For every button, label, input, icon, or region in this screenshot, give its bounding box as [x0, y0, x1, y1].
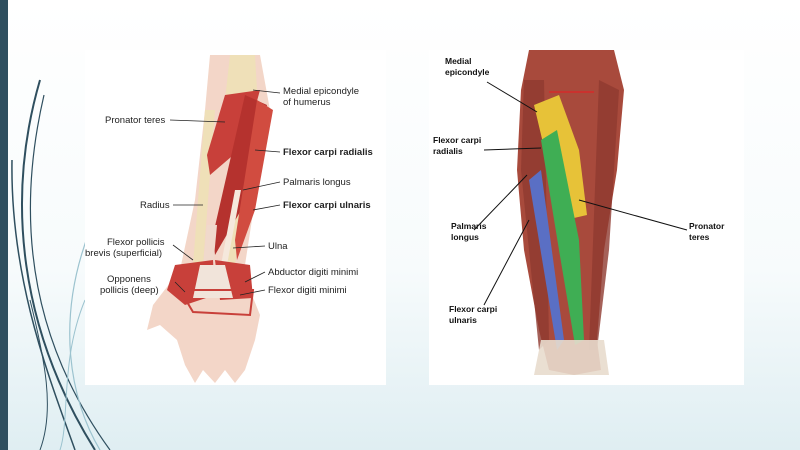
- forearm-muscles-diagram: Medial epicondyle Flexor carpi radialis …: [429, 50, 744, 385]
- label-flexor-digiti-minimi: Flexor digiti minimi: [268, 285, 347, 296]
- label-brevis-superficial: brevis (superficial): [85, 248, 162, 259]
- slide-accent-bar: [0, 0, 8, 450]
- label-pollicis-deep: pollicis (deep): [100, 285, 159, 296]
- flexor-carpi-ulnaris-muscle: [235, 100, 273, 260]
- label-flexor-carpi-ulnaris: Flexor carpi ulnaris: [283, 200, 371, 211]
- decorative-curves: [11, 79, 111, 450]
- label-flexor-carpi-radialis: Flexor carpi radialis: [283, 147, 373, 158]
- wrist-tendons: [203, 225, 217, 268]
- forearm-anterior-diagram: Medial epicondyle of humerus Pronator te…: [85, 50, 386, 385]
- label-ulna: Ulna: [268, 241, 288, 252]
- label-pronator-right: Pronator: [689, 221, 725, 231]
- label-palmaris-right: Palmaris: [451, 221, 487, 231]
- label-teres-right: teres: [689, 232, 710, 242]
- label-radialis-right: radialis: [433, 146, 463, 156]
- label-epicondyle: epicondyle: [445, 67, 490, 77]
- label-palmaris-longus: Palmaris longus: [283, 177, 351, 188]
- label-flexor-carpi-right: Flexor carpi: [433, 135, 481, 145]
- label-ulnaris-right: ulnaris: [449, 315, 477, 325]
- leader-lines: [169, 89, 281, 296]
- label-of-humerus: of humerus: [283, 97, 331, 108]
- label-abductor-digiti-minimi: Abductor digiti minimi: [268, 267, 358, 278]
- label-medial-epicondyle: Medial epicondyle: [283, 86, 359, 97]
- palmaris-blue: [529, 170, 564, 350]
- label-longus-right: longus: [451, 232, 479, 242]
- label-pronator-teres: Pronator teres: [105, 115, 165, 126]
- label-flexor-pollicis: Flexor pollicis: [107, 237, 165, 248]
- flexor-carpi-radialis-green: [541, 130, 584, 345]
- label-medial: Medial: [445, 56, 471, 66]
- muscle-fibers-right: [589, 80, 619, 350]
- leader-lines-right: [473, 81, 688, 306]
- flexor-retinaculum-outline: [178, 289, 255, 317]
- forearm-illustration: Medial epicondyle of humerus Pronator te…: [85, 55, 373, 383]
- label-radius: Radius: [140, 200, 170, 211]
- palmaris-tendon: [221, 190, 241, 265]
- forearm-muscle-illustration: Medial epicondyle Flexor carpi radialis …: [433, 50, 725, 375]
- label-opponens: Opponens: [107, 274, 151, 285]
- label-flexor-carpi-ulnaris-right: Flexor carpi: [449, 304, 497, 314]
- wrist-tendons-right: [534, 340, 609, 375]
